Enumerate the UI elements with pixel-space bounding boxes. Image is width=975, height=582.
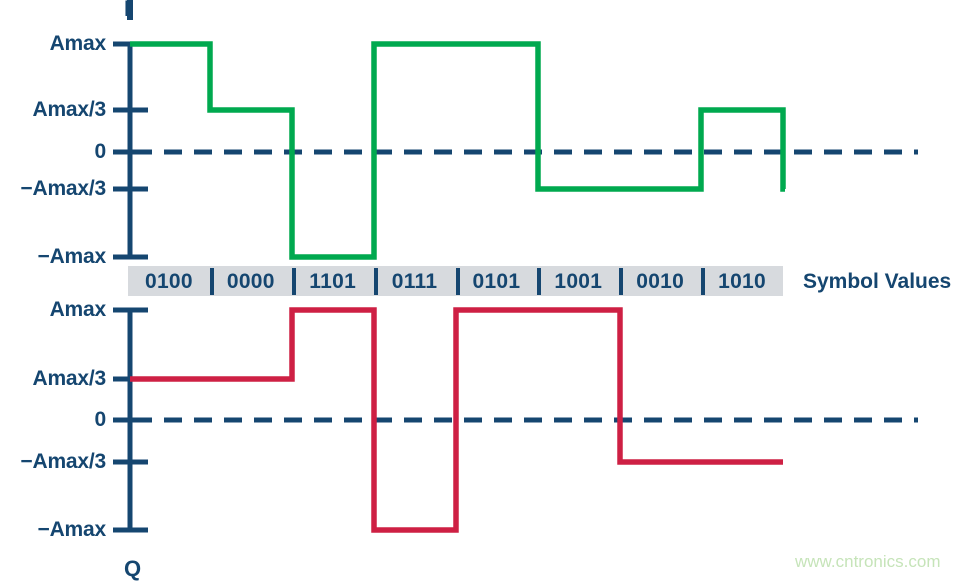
q-waveform-trace xyxy=(130,307,783,533)
q-axis-label-amax-third: Amax/3 xyxy=(32,367,106,390)
symbol-cell: 1001 xyxy=(537,267,619,295)
i-axis-label-zero: 0 xyxy=(94,140,107,163)
q-axis-label-amax: Amax xyxy=(49,298,107,321)
symbol-cell: 0111 xyxy=(373,267,456,295)
i-channel-label: I xyxy=(124,0,131,21)
i-axis-label-amax: Amax xyxy=(49,32,107,55)
q-channel-label: Q xyxy=(124,556,142,581)
symbol-values-caption: Symbol Values xyxy=(803,270,952,293)
symbol-cell: 0101 xyxy=(455,267,538,295)
symbol-cell: 1010 xyxy=(701,267,783,295)
i-axis-label-neg-amax: −Amax xyxy=(37,245,107,268)
watermark-text: www.cntronics.com xyxy=(795,552,941,571)
i-axis-label-neg-amax-third: −Amax/3 xyxy=(20,177,106,200)
symbol-cell: 0000 xyxy=(209,267,292,295)
i-axis-group xyxy=(113,0,148,260)
symbol-cell: 0100 xyxy=(144,269,193,293)
i-axis-label-amax-third: Amax/3 xyxy=(32,98,106,121)
i-waveform-trace xyxy=(130,41,786,260)
symbol-values-band: 0100 0000 1101 0111 0101 1001 0010 1010 xyxy=(128,266,783,296)
symbol-cell: 0010 xyxy=(619,267,701,295)
symbol-cell: 1101 xyxy=(291,267,374,295)
q-axis-label-neg-amax-third: −Amax/3 xyxy=(20,450,106,473)
q-axis-label-zero: 0 xyxy=(94,408,107,431)
q-axis-label-neg-amax: −Amax xyxy=(37,518,107,541)
